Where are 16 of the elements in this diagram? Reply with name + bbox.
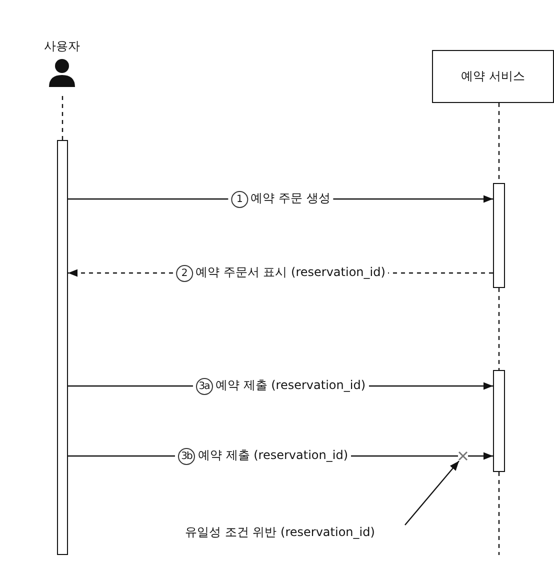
message-label: 1 예약 주문 생성 — [228, 190, 334, 208]
leader-line — [404, 460, 460, 526]
activation-bar — [493, 370, 505, 472]
lifeline — [498, 288, 500, 370]
participant-box — [432, 50, 554, 103]
activation-bar — [57, 140, 68, 555]
actor-name: 사용자 — [43, 38, 81, 55]
cross-icon — [458, 451, 468, 461]
participant-name: 예약 서비스 — [461, 68, 525, 85]
message-label: 3b 예약 제출 (reservation_id) — [175, 447, 351, 465]
activation-bar — [493, 183, 505, 288]
message-label: 3a 예약 제출 (reservation_id) — [192, 377, 368, 395]
message-arrow — [468, 452, 493, 460]
lifeline — [62, 96, 64, 140]
lifeline — [498, 472, 500, 555]
note-text: 유일성 조건 위반 (reservation_id) — [140, 524, 420, 544]
